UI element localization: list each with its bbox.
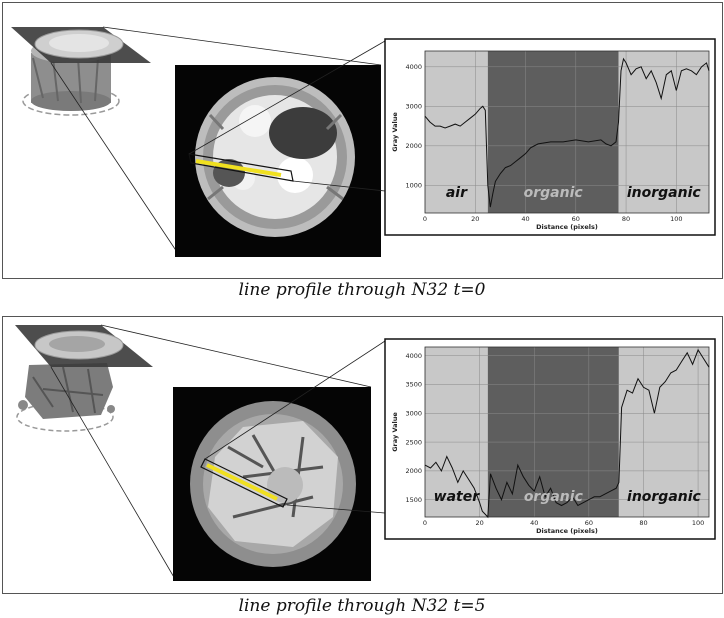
x-tick-label-1: 20 bbox=[471, 215, 479, 223]
plot-area bbox=[424, 346, 710, 518]
x-tick-label-5: 100 bbox=[670, 215, 682, 223]
y-tick-label-3: 3000 bbox=[405, 409, 422, 417]
region-label-0: air bbox=[446, 185, 468, 201]
plot-area bbox=[424, 50, 710, 214]
y-tick-label-0: 1000 bbox=[405, 182, 422, 190]
profile-line-box bbox=[200, 458, 288, 508]
series-line-0 bbox=[424, 57, 710, 208]
line-profile-chart-t0: air organic inorganic 0 20 40 60 80 100 1000 2000 3… bbox=[391, 50, 710, 231]
x-axis-label: Distance (pixels) bbox=[536, 223, 598, 231]
region-label-2: inorganic bbox=[627, 185, 702, 201]
x-tick-label-3: 60 bbox=[572, 215, 580, 223]
region-label-0: water bbox=[434, 489, 481, 505]
y-tick-label-1: 2000 bbox=[405, 142, 422, 150]
region-band-1 bbox=[487, 51, 619, 213]
panel-t0-graphics: air organic inorganic 0 20 40 60 80 100 1000 2000 3… bbox=[11, 26, 716, 257]
x-tick-label-0: 0 bbox=[423, 215, 427, 223]
x-tick-label-0: 0 bbox=[423, 519, 427, 527]
region-band-2 bbox=[618, 51, 709, 213]
caption-t5: line profile through N32 t=5 bbox=[238, 596, 486, 616]
region-band-2 bbox=[618, 347, 709, 517]
panel-t0: air organic inorganic 0 20 40 60 80 100 1000 2000 3… bbox=[2, 2, 723, 279]
line-profile-chart-t5: water organic inorganic 0 20 40 60 80 100 1500 200… bbox=[391, 346, 710, 535]
y-tick-label-2: 2500 bbox=[405, 438, 422, 446]
panel-t5: water organic inorganic 0 20 40 60 80 100 1500 200… bbox=[2, 316, 723, 594]
y-axis-label: Gray Value bbox=[391, 112, 399, 152]
y-tick-label-2: 3000 bbox=[405, 103, 422, 111]
x-tick-label-1: 20 bbox=[475, 519, 483, 527]
y-tick-label-1: 2000 bbox=[405, 467, 422, 475]
region-label-1: organic bbox=[524, 185, 584, 201]
x-tick-label-4: 80 bbox=[622, 215, 630, 223]
y-tick-label-3: 4000 bbox=[405, 63, 422, 71]
y-tick-label-5: 4000 bbox=[405, 352, 422, 360]
x-tick-label-2: 40 bbox=[521, 215, 529, 223]
x-tick-label-5: 100 bbox=[692, 519, 704, 527]
panel-t5-graphics: water organic inorganic 0 20 40 60 80 100 1500 200… bbox=[15, 324, 716, 581]
region-label-1: organic bbox=[524, 489, 584, 505]
y-axis-label: Gray Value bbox=[391, 412, 399, 452]
region-label-2: inorganic bbox=[627, 489, 702, 505]
region-band-0 bbox=[425, 51, 488, 213]
y-tick-label-4: 3500 bbox=[405, 381, 422, 389]
core-sample-3d bbox=[16, 363, 115, 432]
caption-t0: line profile through N32 t=0 bbox=[238, 280, 486, 300]
profile-line-yellow bbox=[206, 463, 278, 501]
x-tick-label-2: 40 bbox=[530, 519, 538, 527]
series-line-0 bbox=[424, 348, 710, 519]
profile-line-yellow bbox=[195, 159, 282, 177]
x-tick-label-4: 80 bbox=[639, 519, 647, 527]
region-band-0 bbox=[425, 347, 488, 517]
ct-slice-image bbox=[175, 65, 381, 257]
x-axis-label: Distance (pixels) bbox=[536, 527, 598, 535]
y-tick-label-0: 1500 bbox=[405, 496, 422, 504]
x-tick-label-3: 60 bbox=[585, 519, 593, 527]
ct-slice-image bbox=[173, 387, 371, 581]
